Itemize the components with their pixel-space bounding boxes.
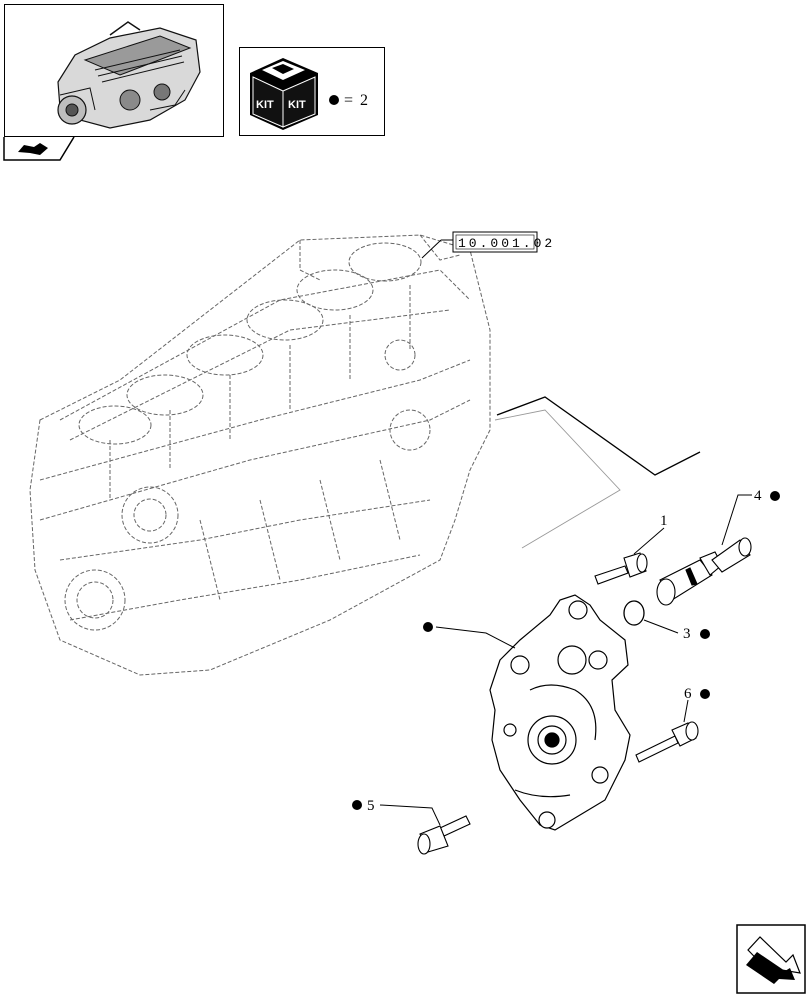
kit-bullet-icon	[700, 629, 710, 639]
kit-count: 2	[360, 92, 368, 109]
section-guide-lines	[494, 396, 701, 549]
callout-6-label: 6	[684, 686, 692, 702]
book-icon[interactable]	[3, 136, 75, 161]
kit-bullet-icon	[329, 95, 339, 105]
callout-1-label: 1	[660, 513, 668, 529]
kit-label-right: KIT	[288, 99, 306, 111]
bolt-1[interactable]	[594, 552, 648, 585]
bolt-6[interactable]	[635, 721, 699, 763]
kit-box-icon: KIT KIT	[250, 58, 318, 130]
engine-thumbnail-icon	[57, 21, 201, 129]
o-ring-3[interactable]	[623, 600, 645, 626]
leader-lines	[379, 494, 752, 826]
cover-plate	[489, 594, 631, 831]
callout-5-label: 5	[367, 798, 375, 814]
callout-3-label: 3	[683, 626, 691, 642]
kit-label-left: KIT	[256, 99, 274, 111]
kit-bullet-icon	[770, 491, 780, 501]
callout-labels: 1 3 4 6 5	[352, 488, 780, 814]
kit-legend: = 2	[329, 92, 368, 109]
kit-equals: =	[344, 92, 353, 109]
kit-bullet-icon	[352, 800, 362, 810]
next-page-arrow-icon[interactable]	[736, 924, 806, 994]
bolt-5[interactable]	[417, 815, 471, 855]
kit-bullet-icon	[700, 689, 710, 699]
engine-block-phantom	[29, 234, 491, 676]
callout-4-label: 4	[754, 488, 762, 504]
kit-bullet-icon	[423, 622, 433, 632]
reference-callout[interactable]: 10.001.02	[421, 231, 555, 259]
reference-label: 10.001.02	[458, 236, 555, 251]
fitting-4[interactable]	[656, 537, 752, 606]
